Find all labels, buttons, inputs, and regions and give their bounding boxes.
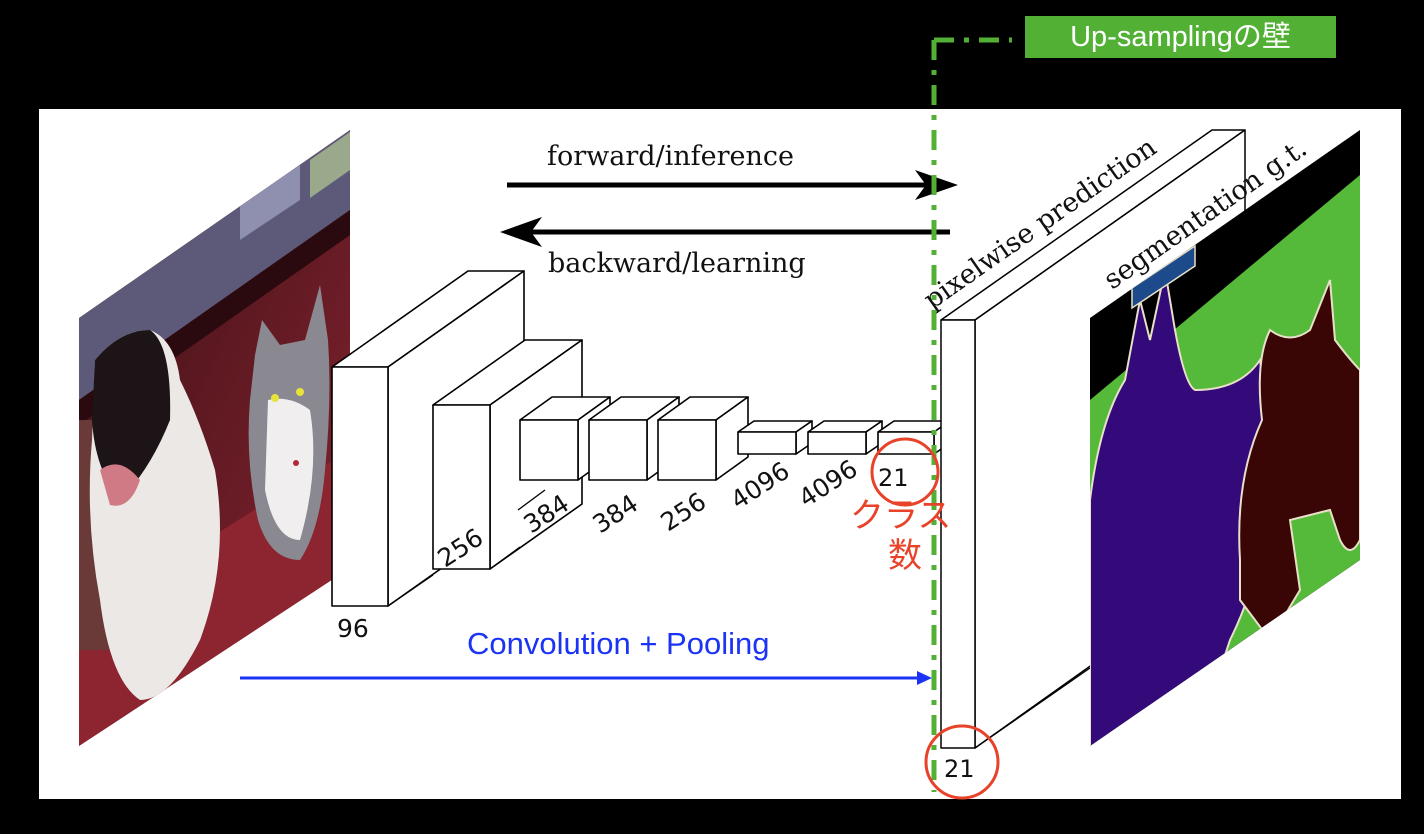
- layer-block-256: [657, 396, 749, 481]
- backward-arrow: [500, 217, 950, 247]
- upsampling-wall-line: [931, 37, 1012, 792]
- class-count-highlight-circle: [870, 437, 940, 507]
- block-front-face: [877, 431, 935, 455]
- conv-pooling-arrow: [240, 671, 932, 685]
- seg-cat-region: [1238, 279, 1360, 642]
- block-front-face: [657, 419, 717, 481]
- output-channels-label: 21: [944, 755, 975, 783]
- block-connectors: [387, 489, 546, 607]
- block-front-face: [737, 431, 797, 455]
- block-front-face: [588, 419, 648, 481]
- class-count-annotation-line1: クラス: [850, 496, 951, 536]
- conv-pooling-label: Convolution + Pooling: [467, 626, 769, 661]
- upsampling-wall-label: Up-samplingの壁: [1025, 16, 1336, 58]
- layer-label-96: 96: [337, 614, 369, 643]
- backward-label: backward/learning: [548, 248, 806, 279]
- seg-box-region: [1131, 244, 1196, 310]
- block-front-face: [432, 404, 491, 570]
- layer-label-21: 21: [878, 464, 909, 492]
- output-channels-highlight-circle: [924, 724, 1000, 800]
- prediction-to-gt-connector: [974, 667, 1091, 749]
- layer-block-4096: [807, 420, 883, 455]
- class-count-annotation-line2: 数: [888, 536, 922, 576]
- layer-block-4096: [737, 420, 813, 455]
- forward-label: forward/inference: [547, 141, 794, 172]
- block-front-face: [807, 431, 867, 455]
- block-front-face: [519, 419, 579, 481]
- layer-blocks: [331, 270, 951, 607]
- layer-block-21: [877, 420, 951, 455]
- block-front-face: [331, 366, 389, 607]
